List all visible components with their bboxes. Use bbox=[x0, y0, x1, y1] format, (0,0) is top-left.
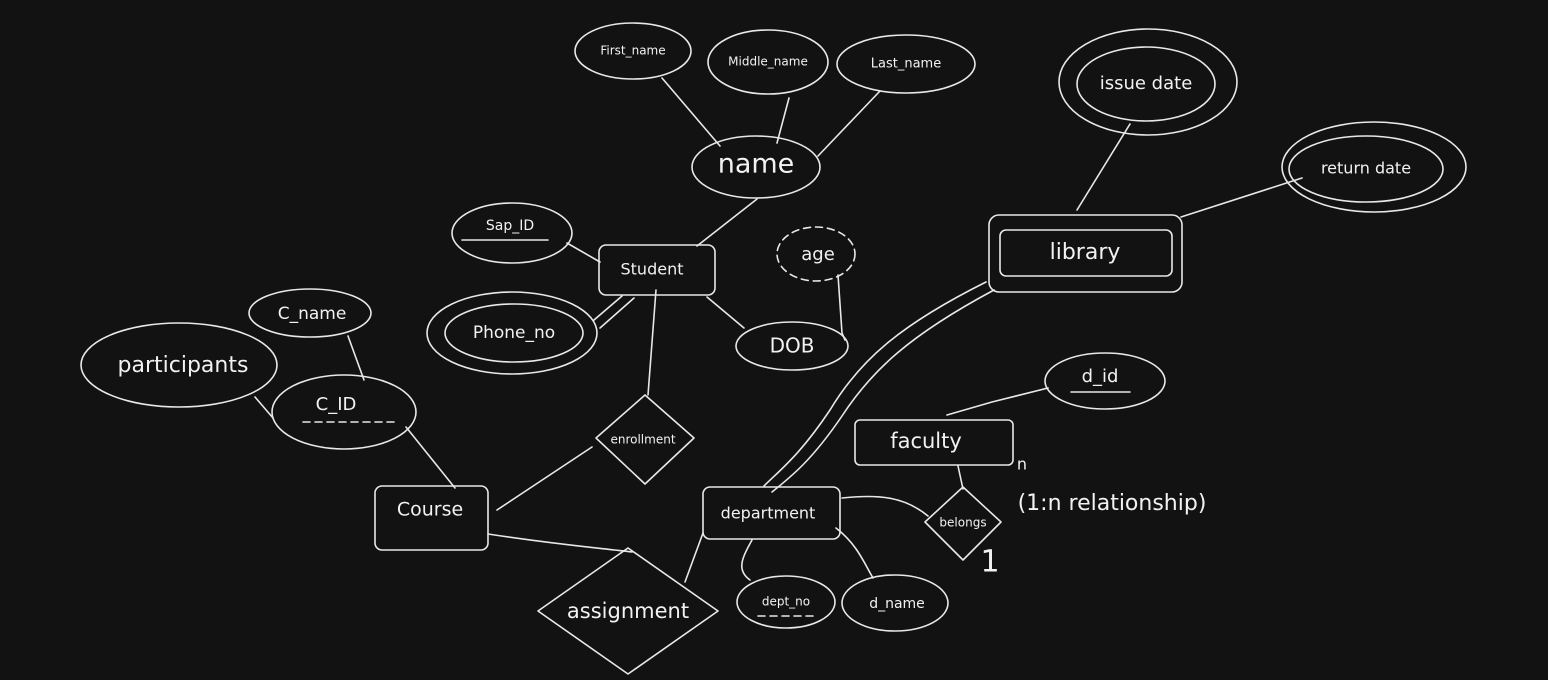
faculty-label: faculty bbox=[890, 429, 962, 453]
connector-course-assignment bbox=[487, 533, 633, 553]
return-date-label: return date bbox=[1321, 159, 1411, 178]
connector-sapid-student bbox=[566, 242, 601, 263]
faculty-entity[interactable] bbox=[854, 419, 1014, 466]
connector-student-dob bbox=[706, 296, 745, 329]
issue-date-attribute-inner bbox=[1076, 46, 1216, 122]
belongs-label: belongs bbox=[939, 516, 986, 530]
connector-department-dname bbox=[835, 527, 874, 579]
name-label: name bbox=[718, 149, 795, 180]
assignment-relationship[interactable] bbox=[537, 547, 719, 675]
connector-course-enrollment bbox=[496, 446, 593, 511]
student-label: Student bbox=[621, 260, 684, 279]
connector-phone-student-a bbox=[593, 295, 623, 321]
connector-age-dob bbox=[837, 274, 846, 341]
issue-date-label: issue date bbox=[1100, 73, 1193, 94]
last-name-label: Last_name bbox=[871, 57, 941, 72]
phone-no-attribute-outer[interactable] bbox=[426, 291, 598, 375]
middle-name-attribute[interactable] bbox=[707, 29, 829, 95]
age-derived-attribute[interactable] bbox=[776, 226, 856, 282]
department-label: department bbox=[721, 504, 816, 523]
dept-no-attribute[interactable] bbox=[736, 575, 836, 629]
department-entity[interactable] bbox=[702, 486, 841, 540]
student-entity[interactable] bbox=[598, 244, 716, 296]
c-id-attribute[interactable] bbox=[271, 374, 417, 450]
dob-label: DOB bbox=[770, 334, 815, 358]
connector-middle-name bbox=[776, 97, 790, 144]
connector-cname-cid bbox=[347, 335, 365, 381]
connector-library-department-b bbox=[771, 289, 995, 493]
course-label: Course bbox=[397, 499, 463, 521]
connector-faculty-did bbox=[946, 387, 1049, 416]
library-entity-outer[interactable] bbox=[988, 214, 1183, 293]
d-id-attribute[interactable] bbox=[1044, 352, 1166, 410]
name-attribute[interactable] bbox=[691, 135, 821, 199]
connector-name-student bbox=[696, 198, 758, 247]
participants-label: participants bbox=[118, 353, 249, 378]
connector-student-enrollment bbox=[647, 289, 657, 396]
belongs-relationship[interactable] bbox=[924, 486, 1002, 561]
return-date-attribute-inner bbox=[1288, 135, 1444, 203]
connector-library-returndate bbox=[1180, 177, 1303, 218]
enrollment-label: enrollment bbox=[610, 433, 675, 447]
phone-no-attribute-inner bbox=[444, 303, 584, 363]
connector-participants-cid bbox=[254, 396, 274, 419]
assignment-label: assignment bbox=[567, 599, 689, 623]
library-label: library bbox=[1050, 240, 1121, 265]
connector-library-department-a bbox=[763, 281, 987, 487]
sap-id-label: Sap_ID bbox=[486, 218, 534, 234]
first-name-label: First_name bbox=[600, 44, 665, 58]
cardinality-n: n bbox=[1017, 455, 1027, 474]
phone-no-label: Phone_no bbox=[473, 323, 555, 343]
dob-attribute[interactable] bbox=[735, 321, 849, 371]
connector-faculty-belongs bbox=[957, 465, 964, 490]
return-date-attribute-outer[interactable] bbox=[1281, 121, 1467, 213]
connector-last-name bbox=[817, 90, 881, 157]
c-name-attribute[interactable] bbox=[248, 288, 372, 338]
dept-no-label: dept_no bbox=[762, 595, 810, 609]
enrollment-relationship[interactable] bbox=[595, 394, 695, 485]
relationship-note: (1:n relationship) bbox=[1018, 491, 1207, 516]
connector-department-deptno bbox=[741, 539, 753, 581]
d-id-label: d_id bbox=[1082, 366, 1119, 387]
connector-department-belongs bbox=[841, 495, 929, 517]
middle-name-label: Middle_name bbox=[728, 55, 808, 69]
last-name-attribute[interactable] bbox=[836, 34, 976, 94]
age-label: age bbox=[801, 244, 835, 265]
participants-attribute[interactable] bbox=[80, 322, 278, 408]
cardinality-1: 1 bbox=[980, 545, 999, 580]
connector-department-assignment bbox=[684, 532, 704, 583]
connector-library-issuedate bbox=[1076, 123, 1131, 211]
library-entity-inner bbox=[999, 229, 1173, 277]
d-name-attribute[interactable] bbox=[841, 574, 949, 632]
connectors bbox=[254, 77, 1303, 583]
course-entity[interactable] bbox=[374, 485, 489, 551]
first-name-attribute[interactable] bbox=[574, 22, 692, 80]
connector-first-name bbox=[661, 77, 721, 147]
d-name-label: d_name bbox=[869, 596, 925, 612]
connector-cid-course bbox=[405, 426, 456, 489]
c-id-label: C_ID bbox=[316, 394, 357, 415]
c-name-label: C_name bbox=[278, 304, 347, 324]
sap-id-attribute[interactable] bbox=[451, 202, 573, 264]
connector-phone-student-b bbox=[599, 297, 635, 329]
issue-date-attribute-outer[interactable] bbox=[1058, 28, 1238, 136]
